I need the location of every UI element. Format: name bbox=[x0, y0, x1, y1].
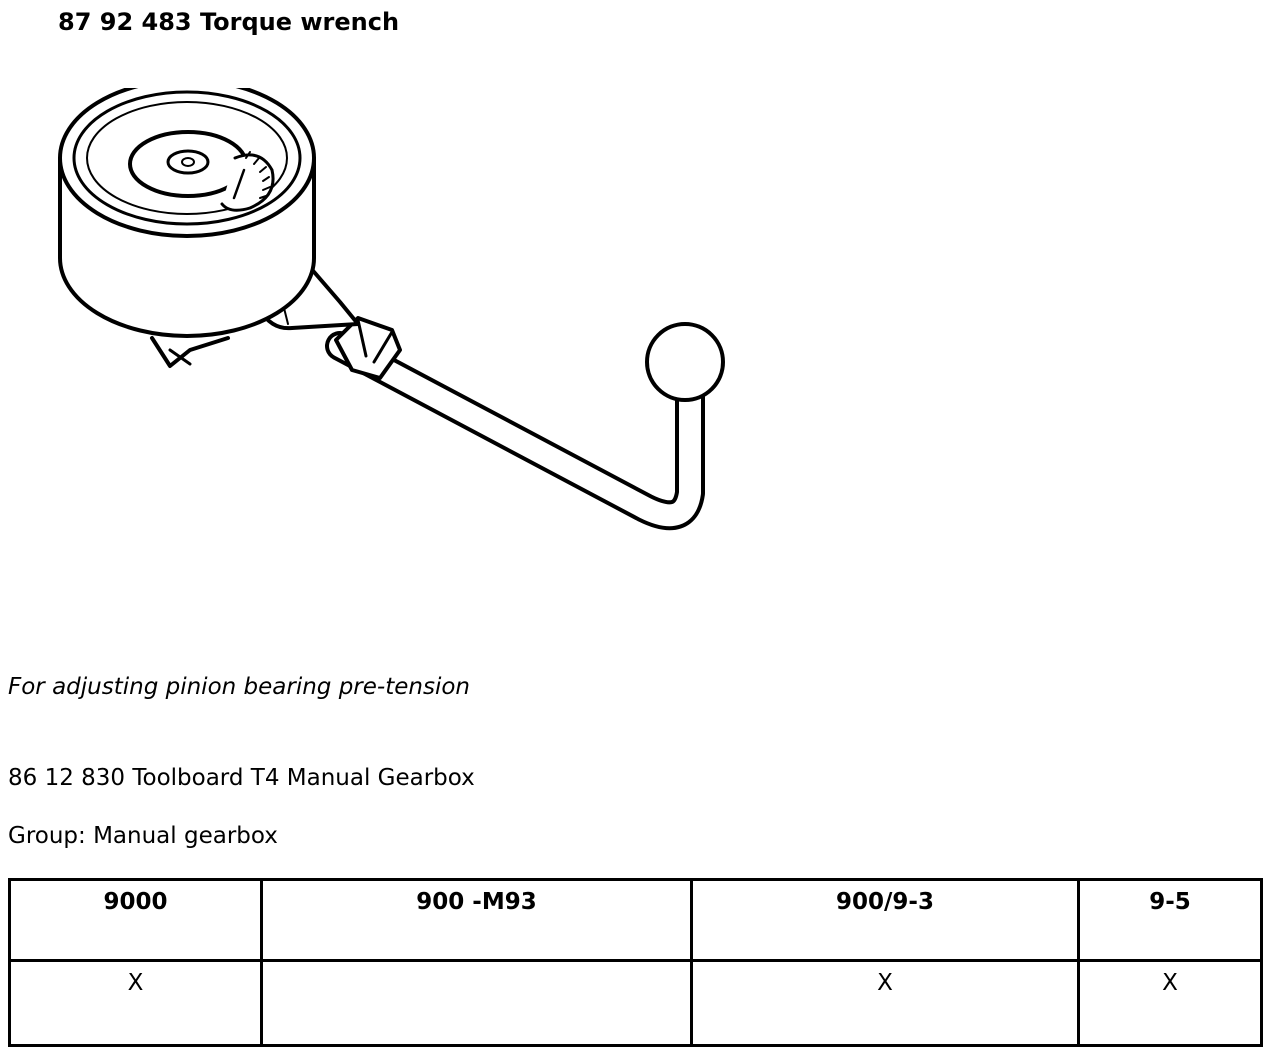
hex-nut bbox=[334, 316, 402, 380]
cell-900-m93 bbox=[260, 959, 693, 1047]
header-cell-9000: 9000 bbox=[8, 878, 263, 962]
header-cell-9-5: 9-5 bbox=[1077, 878, 1263, 962]
wrench-head bbox=[58, 88, 316, 338]
cell-900-9-3: X bbox=[690, 959, 1080, 1047]
table-header-row: 9000 900 -M93 900/9-3 9-5 bbox=[8, 878, 1263, 962]
torque-dial bbox=[128, 130, 275, 212]
wrench-handle bbox=[325, 331, 705, 531]
page-title: 87 92 483 Torque wrench bbox=[58, 8, 400, 36]
model-compatibility-table: 9000 900 -M93 900/9-3 9-5 X X X bbox=[8, 878, 1263, 1047]
torque-wrench-illustration bbox=[58, 88, 725, 531]
group-label: Group: Manual gearbox bbox=[8, 823, 278, 849]
table-row: X X X bbox=[8, 959, 1263, 1047]
cell-9000: X bbox=[8, 959, 263, 1047]
drive-square bbox=[150, 336, 230, 368]
toolboard-reference: 86 12 830 Toolboard T4 Manual Gearbox bbox=[8, 765, 475, 791]
header-cell-900-9-3: 900/9-3 bbox=[690, 878, 1080, 962]
wrench-knob bbox=[645, 322, 725, 402]
header-cell-900-m93: 900 -M93 bbox=[260, 878, 693, 962]
usage-description: For adjusting pinion bearing pre-tension bbox=[8, 674, 470, 700]
cell-9-5: X bbox=[1077, 959, 1263, 1047]
